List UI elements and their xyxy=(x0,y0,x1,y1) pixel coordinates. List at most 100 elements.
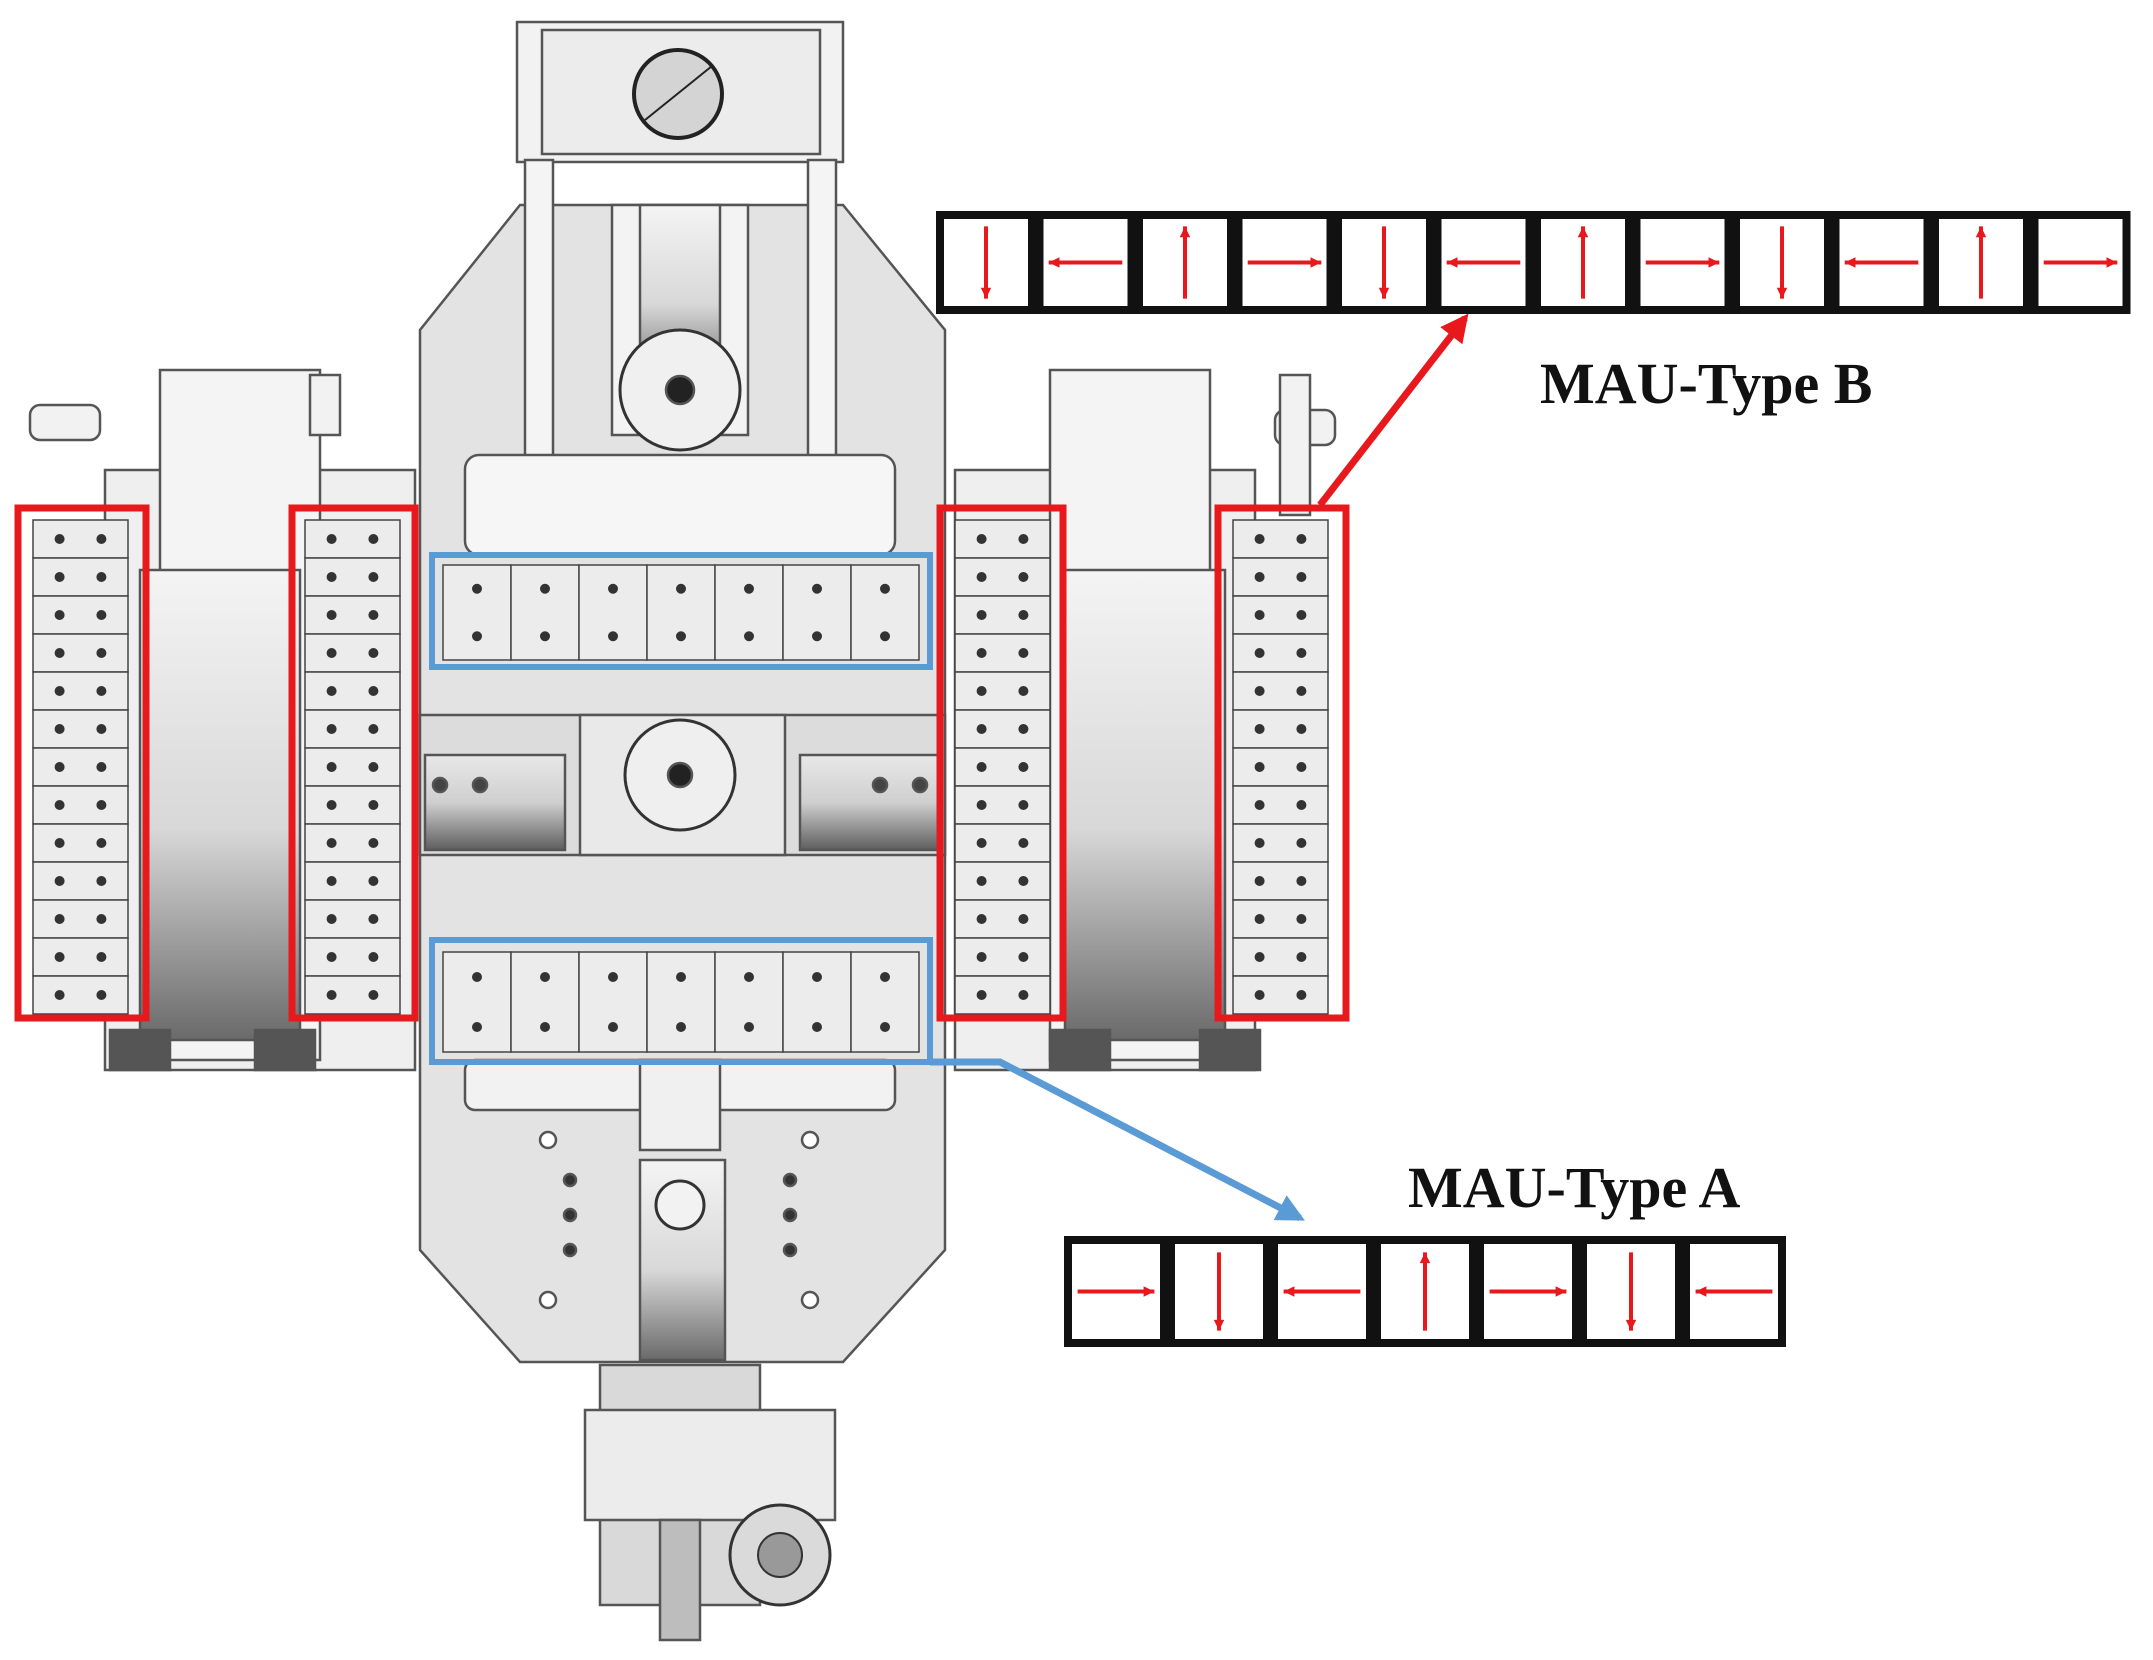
magnet-block xyxy=(32,671,129,711)
magnet-block xyxy=(1232,633,1329,673)
magnet-cell xyxy=(1579,1236,1683,1347)
magnet-block xyxy=(304,975,401,1015)
magnet-block xyxy=(304,671,401,711)
magnet-block xyxy=(954,557,1051,597)
magnet-cell xyxy=(1476,1236,1580,1347)
magnet-block xyxy=(32,633,129,673)
magnet-block xyxy=(32,975,129,1015)
magnet-block xyxy=(32,709,129,749)
magnet-cell xyxy=(1831,211,1932,314)
magnet-block xyxy=(32,785,129,825)
callout-arrow-type-b xyxy=(1317,313,1469,508)
type-b-highlight-4 xyxy=(1214,504,1350,1022)
magnet-cell xyxy=(1035,211,1136,314)
magnet-block xyxy=(442,951,512,1053)
magnet-block xyxy=(782,564,852,661)
type-b-highlight-2 xyxy=(288,504,419,1022)
magnet-block xyxy=(304,595,401,635)
magnet-block xyxy=(646,951,716,1053)
type-a-highlight-top xyxy=(429,552,933,670)
magnet-cell xyxy=(1167,1236,1271,1347)
magnet-block xyxy=(32,937,129,977)
magnet-block xyxy=(510,564,580,661)
magnet-cell xyxy=(1373,1236,1477,1347)
magnet-block xyxy=(32,747,129,787)
magnet-arrays xyxy=(32,519,1329,1053)
magnet-block xyxy=(1232,975,1329,1015)
type-b-strip xyxy=(936,211,2131,314)
type-a-highlight-bottom xyxy=(429,937,933,1065)
magnet-block xyxy=(1232,899,1329,939)
magnet-block xyxy=(304,823,401,863)
magnet-cell xyxy=(1682,1236,1786,1347)
magnet-block xyxy=(1232,519,1329,559)
magnet-block xyxy=(954,861,1051,901)
magnet-cell xyxy=(1732,211,1832,314)
magnet-block xyxy=(954,785,1051,825)
magnet-block xyxy=(646,564,716,661)
type-b-highlight-3 xyxy=(936,504,1067,1022)
magnet-block xyxy=(304,519,401,559)
magnet-block xyxy=(954,747,1051,787)
magnet-block xyxy=(32,557,129,597)
magnet-block xyxy=(954,899,1051,939)
magnet-block xyxy=(1232,557,1329,597)
magnet-block xyxy=(510,951,580,1053)
magnet-block xyxy=(954,709,1051,749)
magnet-block xyxy=(1232,747,1329,787)
magnet-cell xyxy=(2030,211,2131,314)
magnet-block xyxy=(32,519,129,559)
machine-assembly xyxy=(418,20,947,1642)
magnet-block xyxy=(304,747,401,787)
magnet-block xyxy=(1232,671,1329,711)
magnet-block xyxy=(304,861,401,901)
magnet-block xyxy=(304,709,401,749)
magnet-block xyxy=(32,899,129,939)
magnet-block xyxy=(1232,709,1329,749)
magnet-block xyxy=(1232,823,1329,863)
magnet-cell xyxy=(1064,1236,1168,1347)
magnet-block xyxy=(714,564,784,661)
magnet-block xyxy=(578,564,648,661)
magnet-cell xyxy=(936,211,1036,314)
magnet-block xyxy=(954,633,1051,673)
type-b-highlights xyxy=(14,504,1350,1022)
magnet-block xyxy=(850,951,920,1053)
magnet-block xyxy=(850,564,920,661)
magnet-cell xyxy=(1533,211,1633,314)
magnet-block xyxy=(442,564,512,661)
magnet-cell xyxy=(1135,211,1235,314)
magnet-block xyxy=(954,823,1051,863)
magnet-block xyxy=(1232,861,1329,901)
magnet-block xyxy=(578,951,648,1053)
magnet-block xyxy=(954,595,1051,635)
type-a-highlights xyxy=(429,552,933,1065)
magnet-block xyxy=(304,899,401,939)
magnet-cell xyxy=(1931,211,2031,314)
type-b-label: MAU-Type B xyxy=(1540,351,1872,416)
magnet-block xyxy=(782,951,852,1053)
magnet-block xyxy=(32,595,129,635)
magnet-cell xyxy=(1334,211,1434,314)
type-b-highlight-1 xyxy=(14,504,150,1022)
magnet-cell xyxy=(1632,211,1733,314)
magnet-block xyxy=(32,861,129,901)
magnet-cell xyxy=(1270,1236,1374,1347)
magnet-block xyxy=(304,557,401,597)
magnet-cell xyxy=(1234,211,1335,314)
magnet-block xyxy=(304,633,401,673)
magnet-block xyxy=(954,975,1051,1015)
magnet-cell xyxy=(1433,211,1534,314)
type-a-strip xyxy=(1064,1236,1786,1347)
magnet-block xyxy=(304,937,401,977)
type-a-label: MAU-Type A xyxy=(1408,1155,1741,1220)
magnet-block xyxy=(1232,785,1329,825)
magnet-block xyxy=(1232,937,1329,977)
magnet-block xyxy=(304,785,401,825)
callout-arrow-type-a xyxy=(930,1058,1305,1222)
magnet-block xyxy=(954,519,1051,559)
magnet-block xyxy=(1232,595,1329,635)
magnet-block xyxy=(714,951,784,1053)
magnet-block xyxy=(954,671,1051,711)
